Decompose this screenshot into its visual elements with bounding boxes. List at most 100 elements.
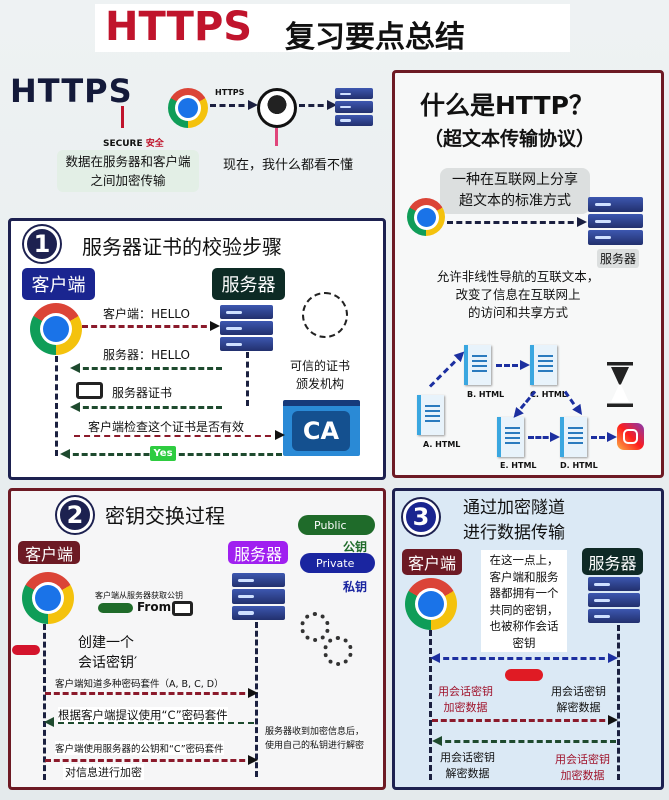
arrow-choose bbox=[44, 717, 254, 727]
yes-badge: Yes bbox=[150, 446, 176, 461]
html-doc-icon bbox=[464, 345, 491, 385]
refresh-cycle-icon bbox=[302, 292, 348, 338]
desc-line: 改变了信息在互联网上 bbox=[455, 287, 581, 302]
choose-text: 根据客户端提议使用“C”密码套件 bbox=[58, 707, 228, 723]
arrow-down-icon bbox=[275, 128, 278, 146]
c-dec-line: 解密数据 bbox=[445, 767, 490, 780]
c-dec-line: 用会话密钥 bbox=[440, 751, 495, 764]
step-number: 1 bbox=[24, 226, 60, 262]
server-label: 服务器 bbox=[582, 548, 643, 575]
s-enc-line: 加密数据 bbox=[560, 769, 605, 782]
check-text: 客户端检查这个证书是否有效 bbox=[88, 420, 245, 434]
client-lifeline bbox=[43, 624, 46, 780]
title-line: 进行数据传输 bbox=[463, 523, 565, 543]
html-doc-icon bbox=[530, 345, 557, 385]
http-title: 什么是HTTP？ bbox=[420, 91, 594, 120]
step-number: 2 bbox=[57, 497, 93, 533]
s-enc-line: 用会话密钥 bbox=[555, 753, 610, 766]
client-decrypt: 用会话密钥解密数据 bbox=[440, 750, 495, 782]
private-cn: 私钥 bbox=[343, 580, 368, 594]
arrow-client-hello bbox=[82, 321, 220, 331]
server-icon bbox=[220, 305, 273, 351]
arrow-encrypt bbox=[45, 755, 258, 765]
arrow-server-hello bbox=[70, 363, 222, 373]
arrow-client-to-server bbox=[432, 715, 618, 725]
client-lifeline bbox=[429, 630, 432, 780]
client-lifeline bbox=[55, 356, 58, 456]
ca-label-line: 颁发机构 bbox=[296, 377, 345, 391]
arrow-server-cert bbox=[70, 402, 222, 412]
server-label: 服务器 bbox=[228, 541, 288, 564]
decrypt-line: 服务器收到加密信息后， bbox=[265, 727, 365, 737]
note-line: 客户端和服务 bbox=[489, 569, 559, 584]
public-key-icon: Public bbox=[298, 515, 375, 535]
doc-label: C. HTML bbox=[530, 390, 567, 399]
def-line: 一种在互联网上分享 bbox=[452, 172, 578, 188]
client-label: 客户端 bbox=[402, 549, 462, 575]
server-lifeline bbox=[246, 352, 249, 406]
hacker-icon bbox=[257, 88, 297, 128]
title-https: HTTPS bbox=[105, 4, 253, 50]
panel2-title: 密钥交换过程 bbox=[105, 504, 225, 528]
public-key-small-icon bbox=[98, 603, 133, 613]
title-line: 通过加密隧道 bbox=[463, 498, 565, 518]
desc-line: 允许非线性导航的互联文本， bbox=[436, 269, 600, 284]
create-key-text: 创建一个会话密钥′ bbox=[78, 633, 137, 673]
https-logo: HTTPS bbox=[10, 72, 133, 110]
chrome-icon bbox=[407, 198, 445, 236]
hacker-text: 现在，我什么都看不懂 bbox=[223, 158, 354, 173]
doc-label: B. HTML bbox=[467, 390, 505, 399]
server-icon bbox=[588, 577, 640, 623]
hello-server: 服务器：HELLO bbox=[103, 348, 190, 362]
arrow-bidirectional bbox=[430, 653, 618, 663]
http-definition: 一种在互联网上分享超文本的标准方式 bbox=[440, 168, 590, 214]
arrow-check bbox=[74, 430, 285, 440]
arrow-server-to-client bbox=[432, 736, 616, 746]
http-desc: 允许非线性导航的互联文本，改变了信息在互联网上的访问和共享方式 bbox=[418, 268, 618, 322]
arrow-d-instagram bbox=[591, 432, 617, 442]
server-icon bbox=[588, 197, 643, 246]
create-line: 创建一个 bbox=[78, 635, 134, 651]
get-key-text: 客户端从服务器获取公钥 bbox=[95, 591, 183, 600]
secure-label: SECURE 安全 bbox=[103, 136, 164, 149]
server-icon bbox=[335, 88, 373, 126]
doc-label: E. HTML bbox=[500, 461, 537, 470]
decrypt-line: 使用自己的私钥进行解密 bbox=[265, 741, 365, 751]
from-text: From bbox=[137, 600, 172, 614]
client-label: 客户端 bbox=[18, 541, 80, 564]
secure-cn: 安全 bbox=[145, 139, 164, 149]
html-doc-icon bbox=[560, 417, 587, 457]
arrow-right bbox=[447, 217, 587, 227]
public-key-label: Public bbox=[314, 518, 347, 532]
def-line: 超文本的标准方式 bbox=[459, 193, 571, 209]
chrome-icon bbox=[22, 572, 74, 624]
session-key-icon bbox=[505, 669, 543, 681]
ca-label-line: 可信的证书 bbox=[290, 359, 351, 373]
server-lifeline bbox=[255, 622, 258, 777]
title-sub: 复习要点总结 bbox=[285, 20, 465, 55]
session-key-icon bbox=[12, 645, 40, 655]
server-lifeline bbox=[617, 625, 620, 780]
c-enc-line: 加密数据 bbox=[443, 701, 488, 714]
arrow-b-c bbox=[496, 360, 530, 370]
server-encrypt: 用会话密钥加密数据 bbox=[555, 752, 610, 784]
encrypt-text-2: 对信息进行加密 bbox=[63, 764, 144, 780]
shared-key-note: 在这一点上，客户端和服务器都拥有一个共同的密钥，也被称作会话密钥 bbox=[481, 550, 567, 652]
secure-en: SECURE bbox=[103, 139, 143, 149]
html-doc-icon bbox=[417, 395, 444, 435]
certificate-icon bbox=[76, 382, 103, 399]
chrome-icon bbox=[168, 88, 208, 128]
title-bar bbox=[95, 4, 570, 52]
intro-desc-line: 之间加密传输 bbox=[90, 173, 166, 188]
private-key-icon: Private bbox=[300, 553, 375, 573]
server-icon bbox=[232, 573, 285, 620]
intro-desc-line: 数据在服务器和客户端 bbox=[65, 154, 191, 169]
arrow-e-d bbox=[528, 432, 560, 442]
client-encrypt: 用会话密钥加密数据 bbox=[438, 684, 493, 716]
note-line: 器都拥有一个 bbox=[489, 586, 559, 600]
arrow-right bbox=[210, 100, 258, 110]
chrome-icon bbox=[30, 303, 82, 355]
gears-icon bbox=[323, 636, 353, 666]
gears-icon bbox=[300, 612, 330, 642]
ca-badge: CA bbox=[292, 411, 350, 451]
